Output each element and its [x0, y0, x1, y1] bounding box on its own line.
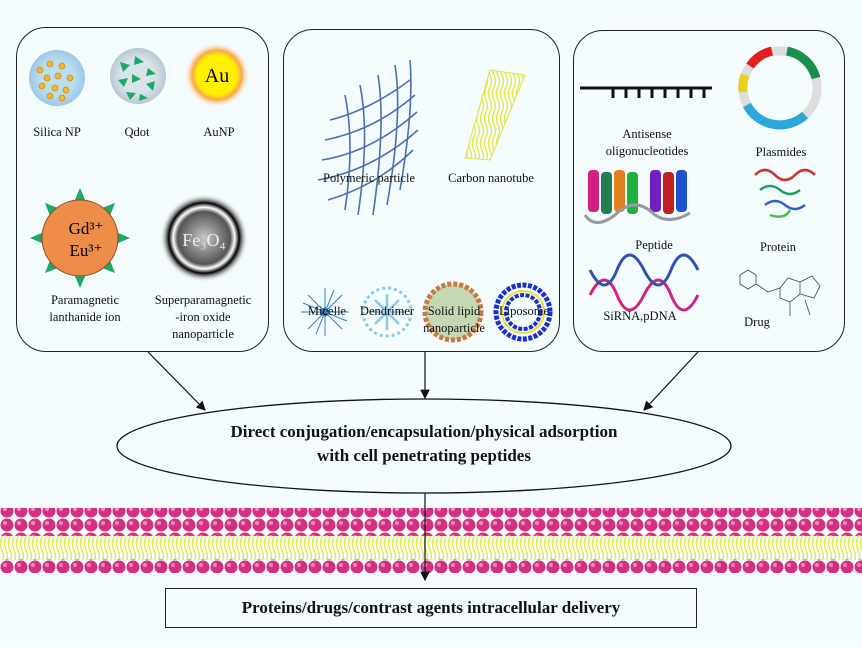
eu-label: Eu³⁺: [70, 241, 103, 260]
method-text: Direct conjugation/encapsulation/physica…: [230, 422, 618, 465]
liposome-label: Liposome: [499, 304, 549, 318]
plasmides-label: Plasmides: [755, 145, 807, 159]
result-box: Proteins/drugs/contrast agents intracell…: [165, 588, 697, 628]
silica-np-icon: [29, 50, 85, 106]
qdot-icon: [110, 48, 166, 104]
peptide-label: Peptide: [635, 238, 673, 252]
polymeric-label: Polymeric particle: [323, 171, 415, 185]
fe3o4-label: Fe₃O₄: [182, 230, 226, 250]
protein-icon: [754, 168, 816, 218]
cnt-label: Carbon nanotube: [448, 171, 534, 185]
dna-icon: [588, 253, 700, 312]
drug-label: Drug: [744, 315, 770, 329]
qdot-label: Qdot: [124, 125, 150, 139]
au-symbol: Au: [205, 65, 229, 87]
iron-oxide-icon: [160, 194, 248, 282]
liposome-icon: [493, 282, 553, 342]
dendrimer-icon: [361, 286, 413, 338]
plasmid-icon: [738, 46, 822, 130]
solid-lipid-nanoparticle-icon: [422, 281, 484, 343]
gd-label: Gd³⁺: [69, 219, 104, 238]
peptide-icon: [583, 170, 691, 224]
protein-label: Protein: [759, 240, 797, 254]
micelle-icon: [301, 288, 349, 336]
membrane: [0, 508, 862, 573]
dendrimer-label: Dendrimer: [359, 304, 415, 318]
polymeric-particle-icon: [317, 59, 419, 216]
sirna-label: SiRNA,pDNA: [603, 309, 677, 323]
aunp-label: AuNP: [203, 125, 235, 139]
micelle-label: Micelle: [307, 304, 347, 318]
carbon-nanotube-icon: [464, 69, 526, 161]
gold-nanoparticle-icon: [184, 42, 250, 108]
silica-label: Silica NP: [33, 125, 81, 139]
method-ellipse: [116, 398, 732, 494]
antisense-icon: [580, 86, 712, 98]
lanthanide-ion-icon: [30, 188, 130, 288]
drug-structure-icon: [739, 269, 821, 316]
arrows: [147, 351, 699, 582]
